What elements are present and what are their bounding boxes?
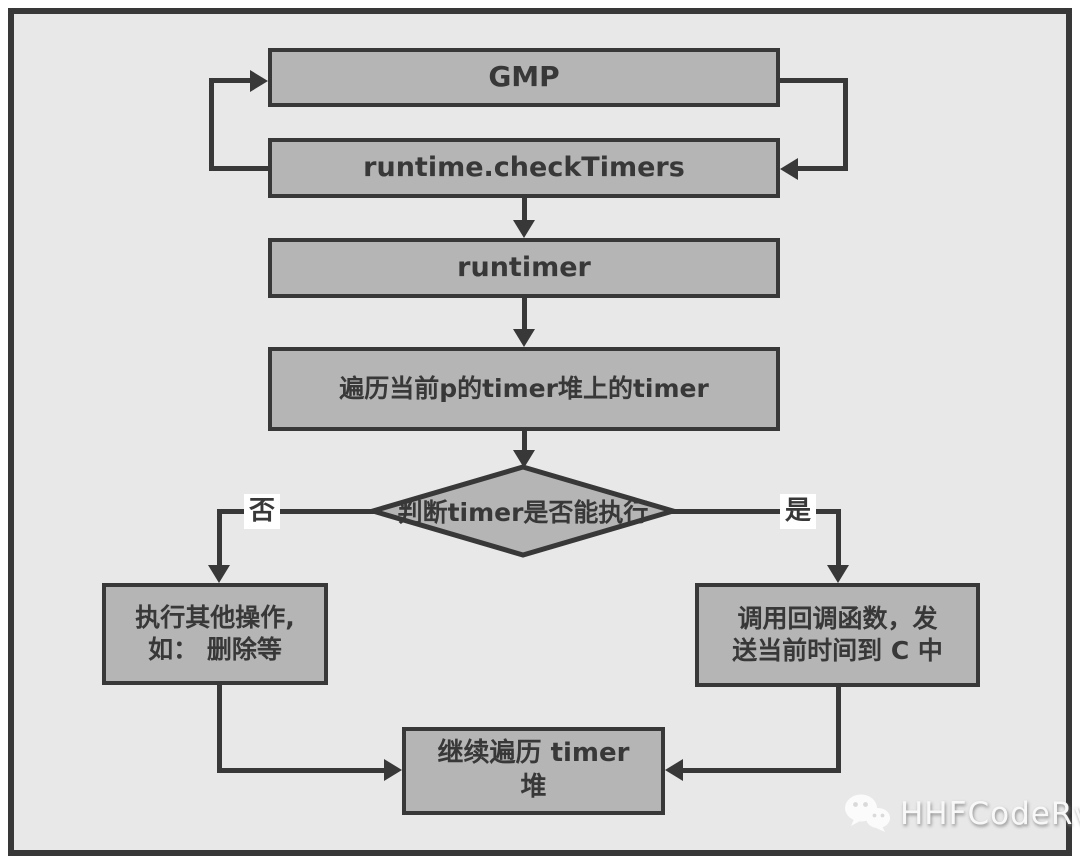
line-segment — [217, 768, 384, 773]
diamond-shape-icon — [364, 464, 682, 558]
line-segment — [798, 166, 848, 171]
line-segment — [836, 687, 841, 773]
arrowhead-down-icon — [513, 329, 535, 347]
node-traverse-timer-heap: 遍历当前p的timer堆上的timer — [268, 347, 780, 431]
watermark: HHFCodeRv — [842, 792, 1080, 836]
line-segment — [780, 78, 848, 83]
line-segment — [217, 509, 376, 514]
arrowhead-right-icon — [250, 70, 268, 92]
node-invoke-callback: 调用回调函数，发 送当前时间到 C 中 — [695, 583, 980, 687]
node-runtime-checktimers: runtime.checkTimers — [268, 138, 780, 198]
line-segment — [670, 509, 841, 514]
line-segment — [683, 768, 841, 773]
arrowhead-left-icon — [665, 759, 683, 781]
line-segment — [217, 509, 222, 567]
node-continue-traverse: 继续遍历 timer 堆 — [402, 727, 665, 815]
line-segment — [843, 78, 848, 171]
decision-label: 判断timer是否能执行 — [397, 498, 649, 527]
edge-label-no: 否 — [244, 494, 281, 529]
wechat-icon — [845, 794, 890, 832]
line-segment — [522, 198, 527, 224]
flowchart-canvas: GMP runtime.checkTimers runtimer 遍历当前p的t… — [8, 8, 1080, 856]
node-runtimer: runtimer — [268, 238, 780, 298]
arrowhead-left-icon — [780, 158, 798, 180]
line-segment — [209, 166, 268, 171]
arrowhead-down-icon — [513, 220, 535, 238]
line-segment — [209, 78, 252, 83]
edge-label-yes: 是 — [780, 494, 817, 529]
node-gmp: GMP — [268, 48, 780, 107]
watermark-brand-text: HHFCodeRv — [900, 796, 1080, 832]
line-segment — [217, 685, 222, 773]
line-segment — [209, 78, 214, 171]
node-other-operations: 执行其他操作, 如： 删除等 — [102, 583, 328, 685]
line-segment — [522, 431, 527, 452]
arrowhead-right-icon — [384, 759, 402, 781]
arrowhead-down-icon — [827, 565, 849, 583]
arrowhead-down-icon — [513, 450, 535, 468]
node-decision-diamond: 判断timer是否能执行 — [364, 464, 682, 558]
line-segment — [522, 298, 527, 331]
arrowhead-down-icon — [208, 565, 230, 583]
line-segment — [836, 509, 841, 567]
